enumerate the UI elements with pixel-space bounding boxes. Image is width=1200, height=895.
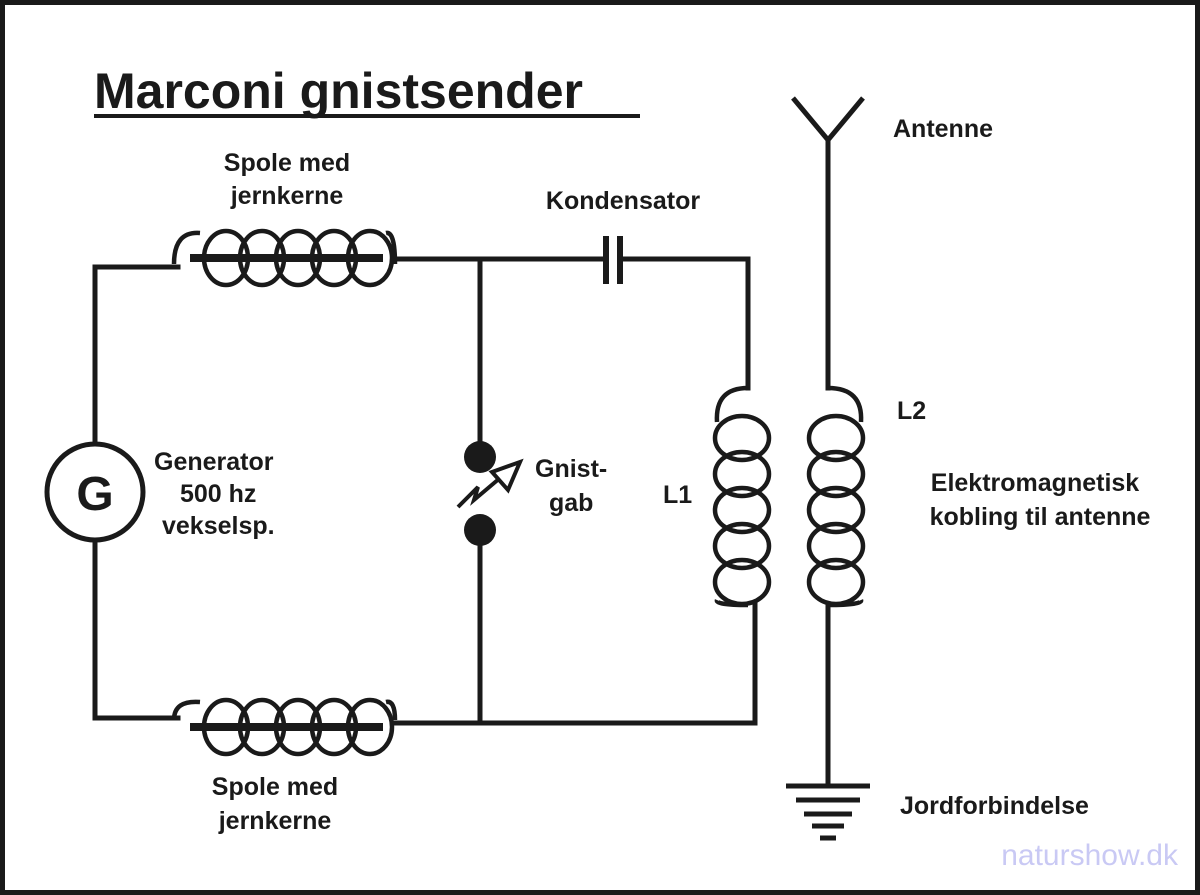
spark-gap-label-line2: gab	[549, 489, 593, 517]
wire-left-top	[92, 264, 181, 448]
coil-end-top	[827, 385, 864, 423]
coil-turn	[712, 521, 772, 571]
diagram-title: Marconi gnistsender	[94, 63, 583, 119]
generator-circle-icon	[44, 441, 146, 543]
capacitor-label: Kondensator	[546, 187, 700, 215]
spark-arrowhead	[488, 458, 524, 494]
coil-end-top	[714, 385, 749, 423]
wire-bottom-l1	[477, 602, 758, 726]
coil-bottom-label-line2: jernkerne	[218, 807, 332, 835]
spark-gap-icon	[456, 441, 524, 546]
antenna-icon	[791, 96, 865, 144]
coil-bottom-label-line1: Spole med	[212, 773, 338, 801]
spark-electrode-top	[464, 441, 496, 473]
generator-label-line3: vekselsp.	[162, 512, 275, 540]
wires	[92, 137, 831, 788]
coil-turn	[806, 449, 866, 499]
watermark: naturshow.dk	[1001, 839, 1179, 872]
antenna-label: Antenne	[893, 115, 993, 143]
coil-l2-icon	[806, 385, 866, 608]
coil-end-bottom	[714, 598, 749, 608]
l1-label: L1	[663, 481, 692, 509]
generator-label-line1: Generator	[154, 448, 274, 476]
antenna-v	[791, 96, 865, 144]
coil-top-label-line1: Spole med	[224, 149, 350, 177]
coil-turn	[712, 413, 772, 463]
coil-end-right	[385, 699, 398, 721]
coil-top-iron-core-icon	[171, 228, 398, 288]
wire-capacitor-l1	[619, 256, 751, 391]
generator: G	[44, 441, 146, 543]
l2-label: L2	[897, 397, 926, 425]
coil-turn	[712, 485, 772, 535]
coil-end-right	[385, 230, 398, 265]
coil-end-left	[171, 699, 201, 721]
coil-bottom-iron-core-icon	[171, 697, 398, 757]
coil-top-label-line2: jernkerne	[230, 182, 344, 210]
spark-gap-label-line1: Gnist-	[535, 455, 607, 483]
coil-turn	[712, 449, 772, 499]
coil-l1-icon	[712, 385, 772, 608]
coupling-label-line2: kobling til antenne	[930, 503, 1151, 531]
spark-electrode-bottom	[464, 514, 496, 546]
spark-bolt-arrow	[456, 476, 502, 509]
generator-symbol: G	[76, 468, 113, 521]
coil-turn	[806, 413, 866, 463]
coupling-label-line1: Elektromagnetisk	[931, 469, 1140, 497]
coil-turn	[806, 521, 866, 571]
generator-label-line2: 500 hz	[180, 480, 256, 508]
coil-turn	[806, 485, 866, 535]
ground-label: Jordforbindelse	[900, 792, 1089, 820]
coil-end-left	[171, 230, 201, 265]
ground-icon	[786, 783, 870, 841]
wire-left-bottom	[92, 537, 181, 721]
capacitor-icon	[603, 236, 623, 284]
coil-end-bottom	[827, 598, 864, 608]
